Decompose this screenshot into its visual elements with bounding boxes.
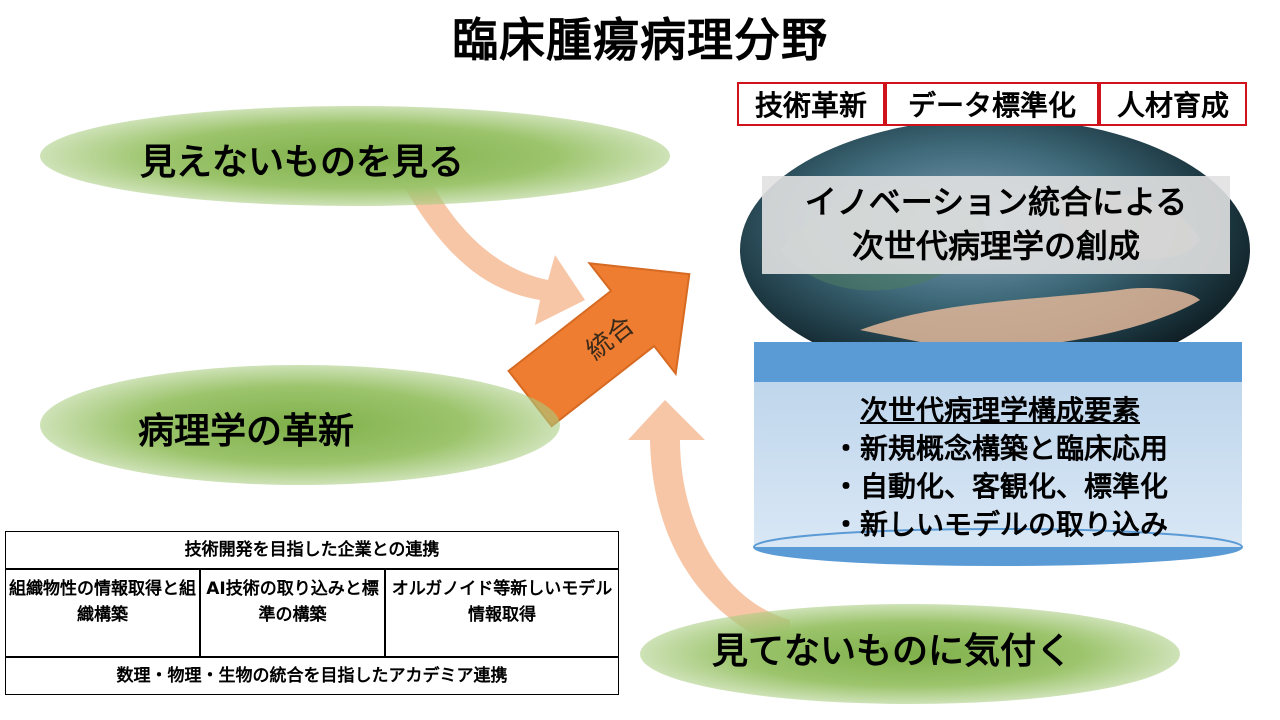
cylinder-content: 次世代病理学構成要素 ・新規概念構築と臨床応用 ・自動化、客観化、標準化 ・新し…	[760, 392, 1240, 544]
table-cell: オルガノイド等新しいモデル情報取得	[385, 569, 619, 657]
table-cell: 組織物性の情報取得と組織構築	[5, 569, 200, 657]
cylinder-item: ・自動化、客観化、標準化	[760, 468, 1240, 506]
tag-talent-development: 人材育成	[1099, 82, 1247, 126]
table-cell: AI技術の取り込みと標準の構築	[200, 569, 385, 657]
ellipse-bottom-label: 見てないものに気付く	[712, 622, 1072, 674]
globe-caption-line1: イノベーション統合による	[762, 180, 1230, 224]
globe-caption-line2: 次世代病理学の創成	[762, 224, 1230, 268]
table-top-row: 技術開発を目指した企業との連携	[5, 531, 619, 569]
tag-data-standardization: データ標準化	[885, 82, 1099, 126]
globe-caption: イノベーション統合による 次世代病理学の創成	[762, 176, 1230, 274]
table-bottom-row: 数理・物理・生物の統合を目指したアカデミア連携	[5, 657, 619, 695]
ellipse-top-label: 見えないものを見る	[140, 133, 464, 185]
cylinder-item: ・新しいモデルの取り込み	[760, 506, 1240, 544]
cylinder-heading: 次世代病理学構成要素	[760, 392, 1240, 430]
ellipse-middle-label: 病理学の革新	[138, 402, 354, 454]
cylinder-item: ・新規概念構築と臨床応用	[760, 430, 1240, 468]
tag-tech-innovation: 技術革新	[737, 82, 885, 126]
